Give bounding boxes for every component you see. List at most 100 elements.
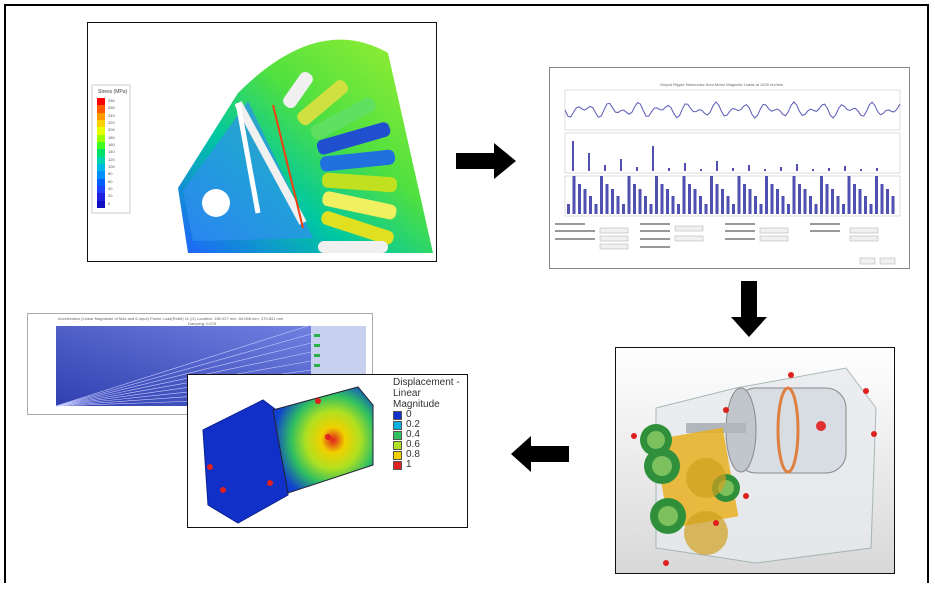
pulse-bar [688, 184, 691, 214]
order-analysis-panel: Output Ripple Harmonics from Motor Magne… [549, 67, 910, 269]
pulse-bar [853, 184, 856, 214]
gear-train [640, 424, 740, 555]
pulse-bar [776, 189, 779, 214]
pulse-bar [781, 196, 785, 214]
campbell-order-line [55, 360, 312, 407]
displacement-model [202, 386, 374, 524]
stress-legend-swatch [97, 105, 105, 113]
stress-legend-label: 160 [108, 141, 115, 147]
pulse-bar [798, 184, 801, 214]
stress-legend-swatch [97, 134, 105, 142]
pulse-bar [710, 176, 713, 214]
pulse-bar [787, 204, 790, 214]
pulse-bar [572, 176, 576, 214]
harmonic-bar [652, 146, 654, 171]
pulse-bar [660, 184, 664, 214]
pulse-bar [765, 176, 768, 214]
displacement-legend-swatch [393, 440, 402, 450]
campbell-order-line [55, 333, 312, 407]
harmonic-bar [844, 166, 846, 171]
stress-legend-swatch [97, 112, 105, 120]
pulse-bar [864, 196, 867, 214]
gearbox-model-panel [615, 347, 895, 574]
pulse-bar [605, 184, 609, 214]
stress-legend-label: 120 [108, 156, 115, 162]
displacement-legend-row: 0.8 [393, 450, 465, 460]
pulse-bar [726, 196, 730, 214]
pulse-bar [655, 176, 658, 214]
campbell-order-line [55, 351, 312, 407]
pulse-bar [869, 204, 873, 214]
harmonic-bar [812, 169, 814, 171]
pulse-bar [677, 204, 680, 214]
stress-legend-label: 60 [108, 178, 113, 184]
pulse-bar [875, 176, 878, 214]
pulse-bar [743, 184, 746, 214]
harmonic-bar [716, 161, 718, 171]
pulse-bar [732, 204, 735, 214]
stress-legend-swatch [97, 178, 105, 186]
pulse-bar [600, 176, 603, 214]
displacement-legend-row: 0.6 [393, 440, 465, 450]
harmonic-bar [572, 141, 574, 171]
pulse-bar [693, 189, 697, 214]
harmonic-bars [572, 141, 878, 171]
pulse-bar [847, 176, 851, 214]
harmonic-bar [700, 169, 702, 171]
displacement-legend-label: 0 [406, 409, 412, 420]
pulse-bar [820, 176, 823, 214]
arrow-right [456, 143, 516, 179]
campbell-chart-title: Acceleration (Linear Magnitude of Max an… [58, 316, 284, 321]
harmonic-bar [780, 167, 782, 171]
stress-legend-swatch [97, 149, 105, 157]
harmonic-bar [828, 168, 830, 171]
harmonic-bar [876, 168, 878, 171]
pulse-bar [594, 204, 598, 214]
stress-legend-label: 100 [108, 163, 115, 169]
harmonic-bar [684, 163, 686, 171]
pulse-bar [671, 196, 675, 214]
stress-legend-label: 280 [108, 98, 115, 103]
gearbox-model [631, 367, 877, 566]
displacement-legend-label: 0.4 [406, 429, 420, 440]
stress-legend-label: 260 [108, 105, 115, 111]
harmonic-bar [748, 165, 750, 171]
displacement-legend-row: 0.2 [393, 420, 465, 430]
stress-legend-swatch [97, 185, 105, 194]
pulse-bar [770, 184, 774, 214]
pulse-bar [583, 189, 587, 214]
displacement-legend-label: 0.6 [406, 439, 420, 450]
harmonic-bar [668, 168, 670, 171]
stress-legend-swatch [97, 163, 105, 172]
stress-legend-label: 220 [108, 119, 115, 125]
pulse-bar [792, 176, 796, 214]
stress-legend-swatch [97, 171, 105, 179]
stress-legend-swatch [97, 127, 105, 135]
stress-legend-label: 200 [108, 127, 115, 133]
stress-legend-label: 180 [108, 134, 115, 140]
displacement-legend-row: 1 [393, 460, 465, 470]
stress-legend-scale [97, 98, 105, 208]
pulse-bar [831, 189, 834, 214]
order-analysis-charts [555, 89, 901, 265]
displacement-legend-label: 0.8 [406, 449, 420, 460]
campbell-order-line [55, 342, 312, 407]
pulse-bar [682, 176, 686, 214]
displacement-legend-title: Displacement - Linear Magnitude [393, 377, 460, 410]
pulse-bar [644, 196, 647, 214]
harmonic-bar [732, 168, 734, 171]
stator-fea-plot [91, 39, 433, 254]
pulse-bar [611, 189, 614, 214]
pulse-bars [567, 176, 895, 214]
displacement-legend-swatch [393, 450, 402, 460]
pulse-bar [891, 196, 895, 214]
stress-legend-swatch [97, 200, 105, 208]
stress-legend-title: Stress (MPa) [98, 89, 128, 95]
stress-legend-swatch [97, 193, 105, 201]
displacement-legend-swatch [393, 410, 402, 420]
displacement-legend-row: 0.4 [393, 430, 465, 440]
pulse-bar [748, 189, 752, 214]
pulse-bar [737, 176, 741, 214]
